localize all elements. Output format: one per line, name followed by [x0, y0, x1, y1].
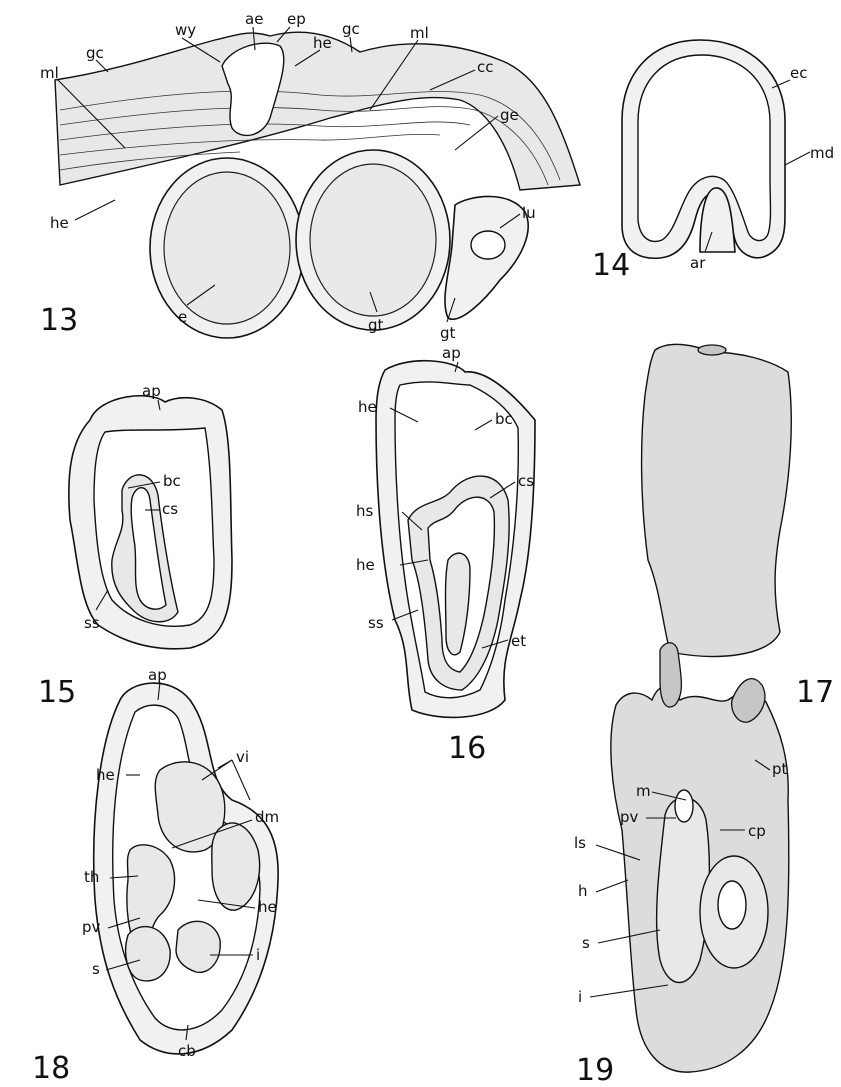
figure-number-16: 16 [448, 731, 486, 766]
label-13-ae: ae [245, 10, 263, 28]
label-19-cp: cp [748, 822, 766, 840]
label-15-ap: ap [142, 382, 161, 400]
figure-number-17: 17 [796, 675, 834, 710]
label-13-gt-2: gt [440, 324, 456, 342]
larva-17-apical-drawing [698, 345, 726, 355]
intestine-drawing [176, 921, 220, 972]
label-18-s: s [92, 960, 100, 978]
figure-15: ap bc cs ss 15 [38, 382, 232, 710]
label-16-he-2: he [356, 556, 375, 574]
label-14-ar: ar [690, 254, 706, 272]
label-13-ep: ep [287, 10, 306, 28]
label-13-he-2: he [50, 214, 69, 232]
figure-18: ap vi he dm th pv he s i cb 18 [32, 666, 279, 1086]
figure-number-18: 18 [32, 1051, 70, 1086]
label-19-i: i [578, 988, 582, 1006]
label-13-e: e [178, 308, 187, 326]
label-18-he-2: he [258, 898, 277, 916]
figure-number-14: 14 [592, 248, 630, 283]
label-18-i: i [256, 946, 260, 964]
figure-19: pt m pv cp ls h s i 19 [574, 643, 789, 1087]
label-18-cb: cb [178, 1042, 196, 1060]
label-13-ge: ge [500, 106, 519, 124]
label-18-ap: ap [148, 666, 167, 684]
label-16-he: he [358, 398, 377, 416]
label-14-md: md [810, 144, 834, 162]
label-19-h: h [578, 882, 588, 900]
figure-16: ap he bc cs hs he ss et 16 [356, 344, 535, 766]
label-13-gc: gc [86, 44, 104, 62]
label-19-ls: ls [574, 834, 586, 852]
somatocoel-drawing [126, 927, 171, 981]
label-16-et: et [511, 632, 526, 650]
label-15-cs: cs [162, 500, 178, 518]
label-16-bc: bc [495, 410, 513, 428]
figure-14: ec md ar 14 [592, 40, 834, 283]
label-18-th: th [84, 868, 99, 886]
label-16-ss: ss [368, 614, 384, 632]
label-13-cc: cc [477, 58, 494, 76]
label-13-wy: wy [175, 21, 196, 39]
label-13-lu: lu [522, 204, 536, 222]
label-19-m: m [636, 782, 651, 800]
label-18-pv: pv [82, 918, 101, 936]
gut-lumen-drawing [471, 231, 505, 259]
label-15-ss: ss [84, 614, 100, 632]
label-16-hs: hs [356, 502, 374, 520]
label-13-ml-2: ml [410, 24, 429, 42]
egg-left-yolk-drawing [164, 172, 290, 324]
label-19-pt: pt [772, 760, 788, 778]
larva-17-drawing [642, 344, 792, 656]
label-19-s: s [582, 934, 590, 952]
figure-number-13: 13 [40, 303, 78, 338]
label-13-gc-2: gc [342, 20, 360, 38]
figure-number-15: 15 [38, 675, 76, 710]
label-13-ml: ml [40, 64, 59, 82]
figure-number-19: 19 [576, 1053, 614, 1087]
label-13-he: he [313, 34, 332, 52]
label-18-vi: vi [236, 748, 249, 766]
larva-19-intestine-lumen-drawing [718, 881, 746, 929]
label-15-bc: bc [163, 472, 181, 490]
label-18-he: he [96, 766, 115, 784]
label-14-ec: ec [790, 64, 807, 82]
label-19-pv: pv [620, 808, 639, 826]
label-16-cs: cs [518, 472, 534, 490]
larva-19-pv-drawing [675, 790, 693, 822]
figure-13: ml gc wy ae ep he gc ml cc ge he lu gt g… [40, 10, 580, 342]
label-13-gt: gt [368, 316, 384, 334]
egg-right-yolk-drawing [310, 164, 436, 316]
label-18-dm: dm [255, 808, 279, 826]
larva-19-stomach-drawing [657, 798, 710, 983]
larva-19-arm-left-drawing [660, 643, 681, 707]
label-16-ap: ap [442, 344, 461, 362]
